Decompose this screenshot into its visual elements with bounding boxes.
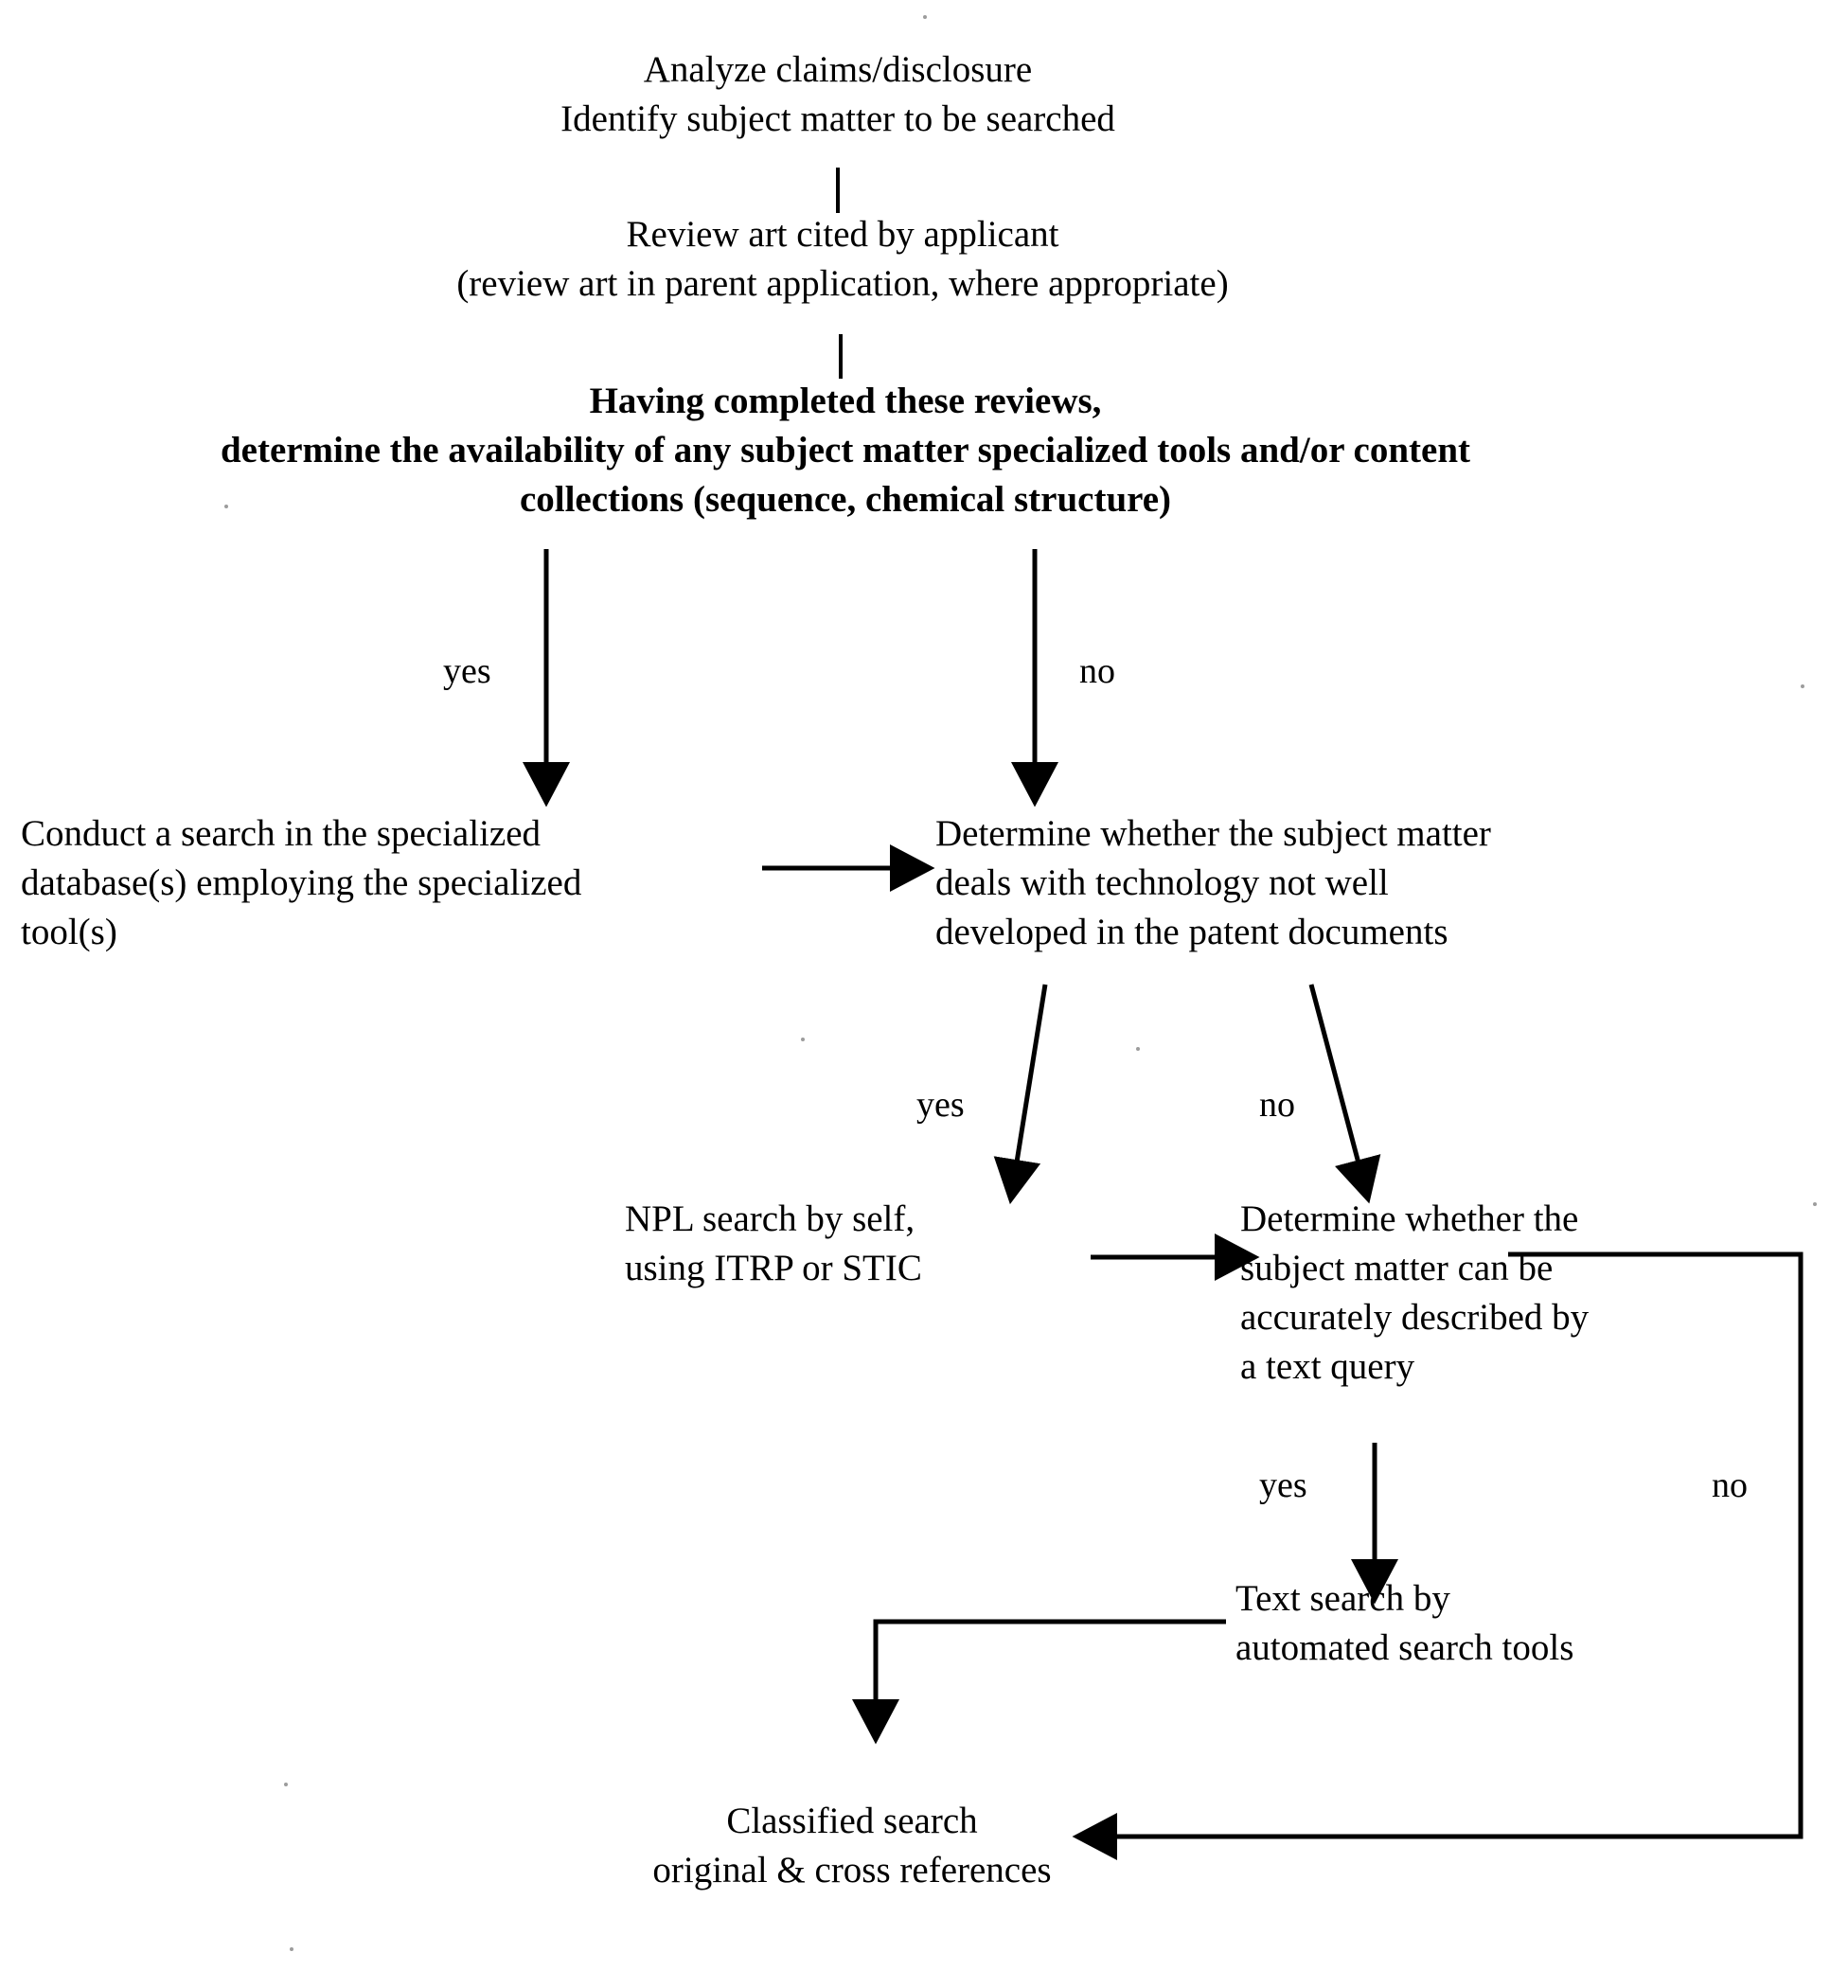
- edge-label-no-technology: no: [1259, 1085, 1295, 1125]
- node-classified-search: Classified search original & cross refer…: [652, 1801, 1052, 1890]
- connector-n5-n7-no: [1308, 984, 1381, 1204]
- scan-speck: [284, 1783, 288, 1786]
- edge-label-no-textquery: no: [1712, 1465, 1748, 1505]
- node-determine-specialized-tools: Having completed these reviews, determin…: [220, 381, 1471, 520]
- scan-speck: [801, 1038, 805, 1041]
- node-review-art: Review art cited by applicant (review ar…: [456, 214, 1229, 304]
- scan-speck: [923, 15, 927, 19]
- edge-label-no-specialized: no: [1079, 651, 1115, 691]
- node-determine-text-query: Determine whether the subject matter can…: [1240, 1198, 1590, 1387]
- node-conduct-specialized-search: Conduct a search in the specialized data…: [21, 813, 582, 952]
- connector-n5-n6-yes: [993, 984, 1048, 1205]
- edge-label-yes-textquery: yes: [1259, 1465, 1307, 1505]
- node-npl-search: NPL search by self, using ITRP or STIC: [625, 1198, 922, 1288]
- scan-speck: [1801, 684, 1804, 688]
- scan-speck: [1136, 1047, 1140, 1051]
- scan-speck: [1813, 1202, 1817, 1206]
- edge-label-yes-technology: yes: [916, 1085, 965, 1125]
- scan-speck: [224, 505, 228, 508]
- node-analyze-claims: Analyze claims/disclosure Identify subje…: [560, 49, 1115, 139]
- scan-speck: [290, 1947, 293, 1951]
- node-text-search: Text search by automated search tools: [1235, 1578, 1574, 1668]
- connector-n8-n9: [852, 1619, 1226, 1745]
- node-determine-technology: Determine whether the subject matter dea…: [935, 813, 1491, 952]
- edge-label-yes-specialized: yes: [443, 651, 491, 691]
